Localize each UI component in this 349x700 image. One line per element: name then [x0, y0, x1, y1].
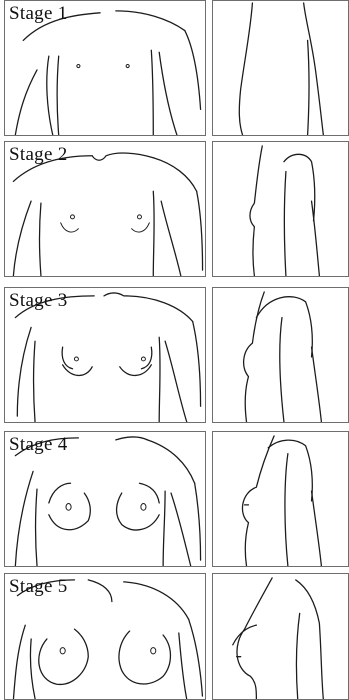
stage-2-front-panel: Stage 2 [4, 141, 206, 277]
stage-2: Stage 2 [0, 141, 349, 277]
stage-3-label: Stage 3 [9, 290, 68, 312]
stage-1-front-panel: Stage 1 [4, 0, 206, 136]
stage-2-label: Stage 2 [9, 144, 68, 166]
stage-5: Stage 5 [0, 573, 349, 700]
stage-2-side-panel [212, 141, 349, 277]
stage-1: Stage 1 [0, 0, 349, 136]
stage-5-side-illustration [213, 574, 348, 699]
stage-5-front-panel: Stage 5 [4, 573, 206, 700]
stage-4-side-panel [212, 431, 349, 567]
stage-2-side-illustration [213, 142, 348, 276]
stage-1-side-panel [212, 0, 349, 136]
stage-1-side-illustration [213, 1, 348, 135]
stage-4-side-illustration [213, 432, 348, 566]
stage-3-front-panel: Stage 3 [4, 287, 206, 423]
stage-4-front-panel: Stage 4 [4, 431, 206, 567]
stage-3: Stage 3 [0, 287, 349, 423]
stage-5-side-panel [212, 573, 349, 700]
stage-3-side-illustration [213, 288, 348, 422]
stage-5-label: Stage 5 [9, 576, 68, 598]
stage-3-side-panel [212, 287, 349, 423]
stage-4: Stage 4 [0, 431, 349, 567]
stage-4-label: Stage 4 [9, 434, 68, 456]
stage-1-label: Stage 1 [9, 3, 68, 25]
